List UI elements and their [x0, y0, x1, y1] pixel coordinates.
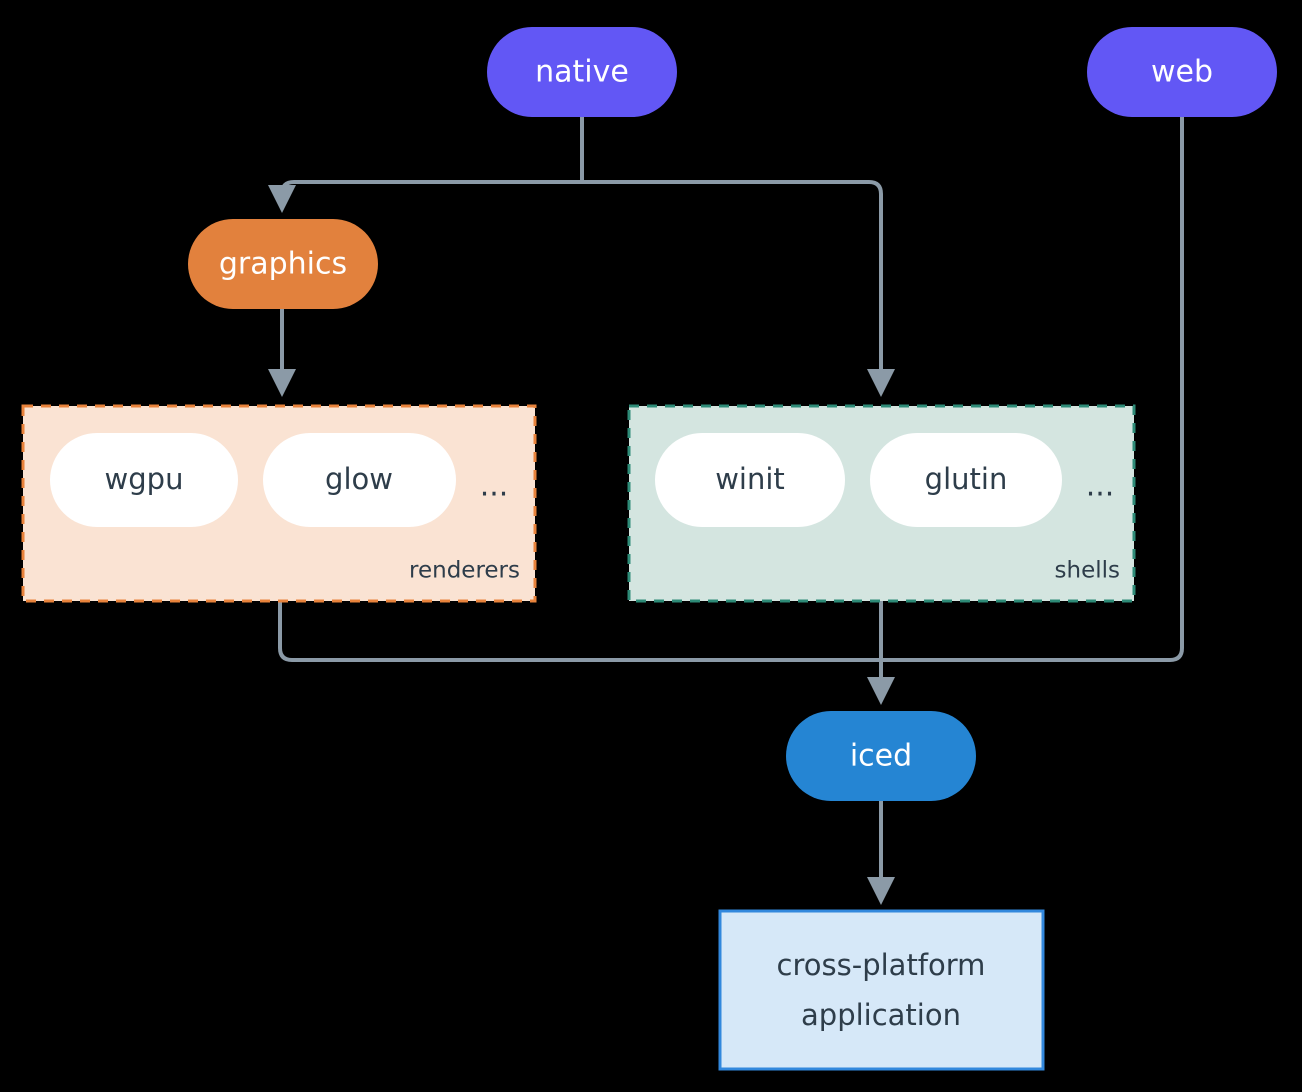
node-iced[interactable]: iced	[786, 711, 976, 801]
edge-native-to-graphics	[268, 180, 582, 213]
edge-renderers-to-iced	[278, 601, 881, 662]
group-renderers: wgpu glow ... renderers	[21, 404, 537, 603]
node-iced-label: iced	[850, 739, 912, 774]
node-application-shape[interactable]	[718, 909, 1045, 1071]
pill-glutin[interactable]	[870, 433, 1062, 527]
node-graphics-shape[interactable]	[188, 219, 378, 309]
node-native-shape[interactable]	[487, 27, 677, 117]
pill-winit-label: winit	[715, 462, 785, 496]
node-application[interactable]: cross-platform application	[718, 909, 1045, 1071]
pill-wgpu[interactable]	[50, 433, 238, 527]
node-graphics-label: graphics	[219, 247, 347, 282]
node-native-label: native	[535, 55, 629, 90]
shells-ellipsis: ...	[1086, 469, 1115, 504]
pill-glutin-label: glutin	[925, 462, 1008, 496]
pill-winit[interactable]	[655, 433, 845, 527]
pill-glow[interactable]	[263, 433, 456, 527]
node-application-label-line1: cross-platform	[777, 948, 986, 982]
shells-caption: shells	[1055, 558, 1120, 584]
renderers-ellipsis: ...	[480, 469, 509, 504]
node-web-shape[interactable]	[1087, 27, 1277, 117]
node-web[interactable]: web	[1087, 27, 1277, 117]
pill-wgpu-label: wgpu	[105, 462, 184, 496]
group-shells: winit glutin ... shells	[627, 404, 1136, 603]
node-native[interactable]: native	[487, 27, 677, 117]
node-graphics[interactable]: graphics	[188, 219, 378, 309]
edge-native-to-shells	[582, 180, 895, 397]
node-application-label-line2: application	[801, 998, 961, 1032]
node-web-label: web	[1151, 55, 1213, 90]
edge-web-to-iced	[881, 117, 1184, 662]
node-iced-shape[interactable]	[786, 711, 976, 801]
pill-glow-label: glow	[325, 462, 393, 496]
renderers-caption: renderers	[409, 558, 520, 584]
